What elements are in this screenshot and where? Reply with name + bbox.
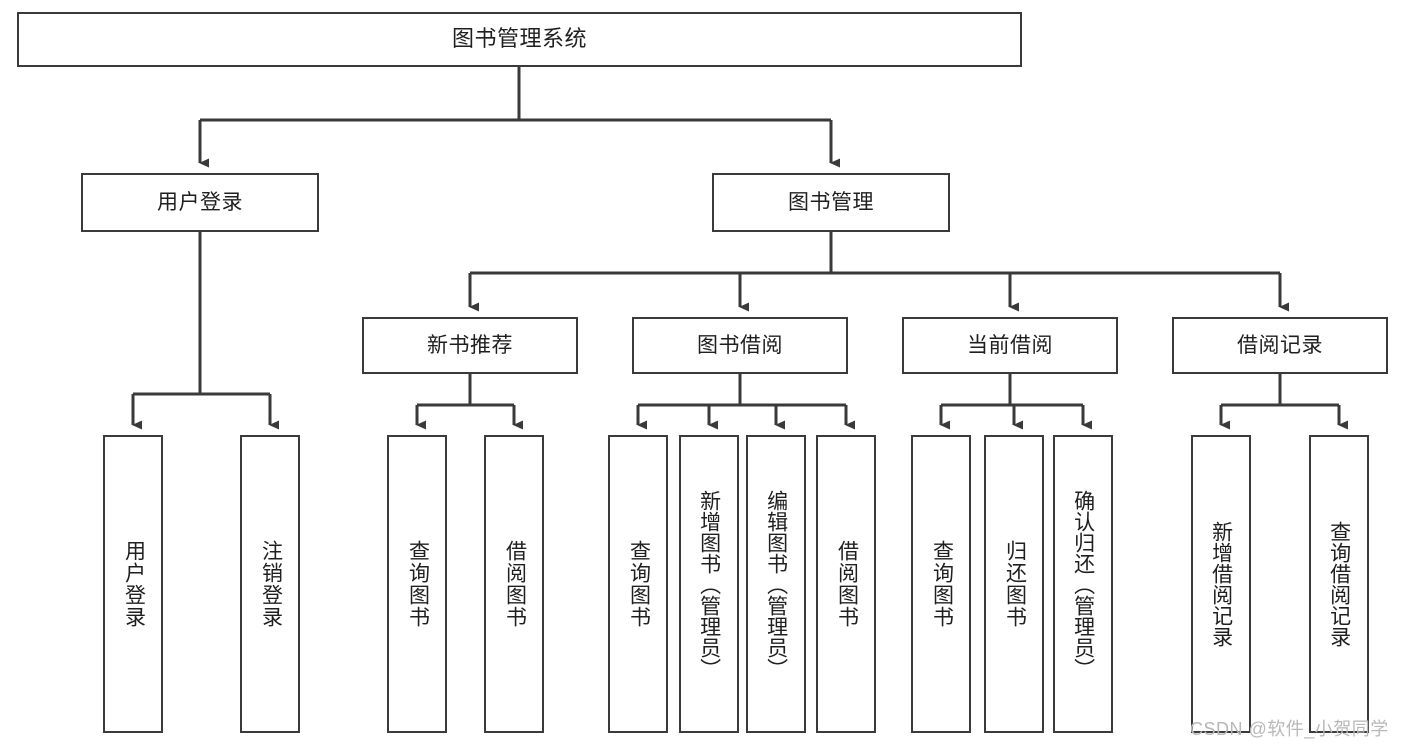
node-label-newbook: 新书推荐 [427,333,513,357]
node-label-borrow: 图书借阅 [697,333,783,357]
csdn-watermark: CSDN @软件_小贺同学 [1190,719,1389,739]
node-root[interactable]: 图书管理系统 [17,12,1022,67]
node-label-l-borrow2: 借阅图书 [835,540,859,628]
node-borrow[interactable]: 图书借阅 [632,317,848,374]
node-label-l-addrec: 新增借阅记录 [1209,521,1233,647]
node-label-l-query3: 查询图书 [930,540,954,628]
node-label-l-logout: 注销登录 [259,540,283,628]
node-label-l-edit: 编辑图书（管理员） [764,489,788,679]
node-l-edit[interactable]: 编辑图书（管理员） [746,435,806,733]
node-l-borrow1[interactable]: 借阅图书 [484,435,544,733]
node-label-l-confirm: 确认归还（管理员） [1071,489,1095,679]
node-label-records: 借阅记录 [1237,333,1323,357]
node-l-logout[interactable]: 注销登录 [240,435,300,733]
node-records[interactable]: 借阅记录 [1172,317,1388,374]
node-label-l-login: 用户登录 [122,540,146,628]
node-label-l-return: 归还图书 [1003,540,1027,628]
node-label-current: 当前借阅 [967,333,1053,357]
node-current[interactable]: 当前借阅 [902,317,1118,374]
node-label-bookmgmt: 图书管理 [788,190,874,214]
node-label-l-query2: 查询图书 [627,540,651,628]
node-label-l-query1: 查询图书 [406,540,430,628]
node-label-l-borrow1: 借阅图书 [503,540,527,628]
node-l-add[interactable]: 新增图书（管理员） [679,435,739,733]
node-l-query3[interactable]: 查询图书 [911,435,971,733]
node-bookmgmt[interactable]: 图书管理 [712,173,950,232]
node-l-addrec[interactable]: 新增借阅记录 [1191,435,1251,733]
node-label-l-add: 新增图书（管理员） [697,489,721,679]
node-label-l-queryrec: 查询借阅记录 [1327,521,1351,647]
node-label-login: 用户登录 [157,190,243,214]
node-l-confirm[interactable]: 确认归还（管理员） [1053,435,1113,733]
node-newbook[interactable]: 新书推荐 [362,317,578,374]
node-label-root: 图书管理系统 [451,26,587,52]
node-l-query1[interactable]: 查询图书 [387,435,447,733]
node-login[interactable]: 用户登录 [81,173,319,232]
node-l-queryrec[interactable]: 查询借阅记录 [1309,435,1369,733]
node-l-login[interactable]: 用户登录 [103,435,163,733]
node-l-query2[interactable]: 查询图书 [608,435,668,733]
node-l-return[interactable]: 归还图书 [984,435,1044,733]
node-l-borrow2[interactable]: 借阅图书 [816,435,876,733]
